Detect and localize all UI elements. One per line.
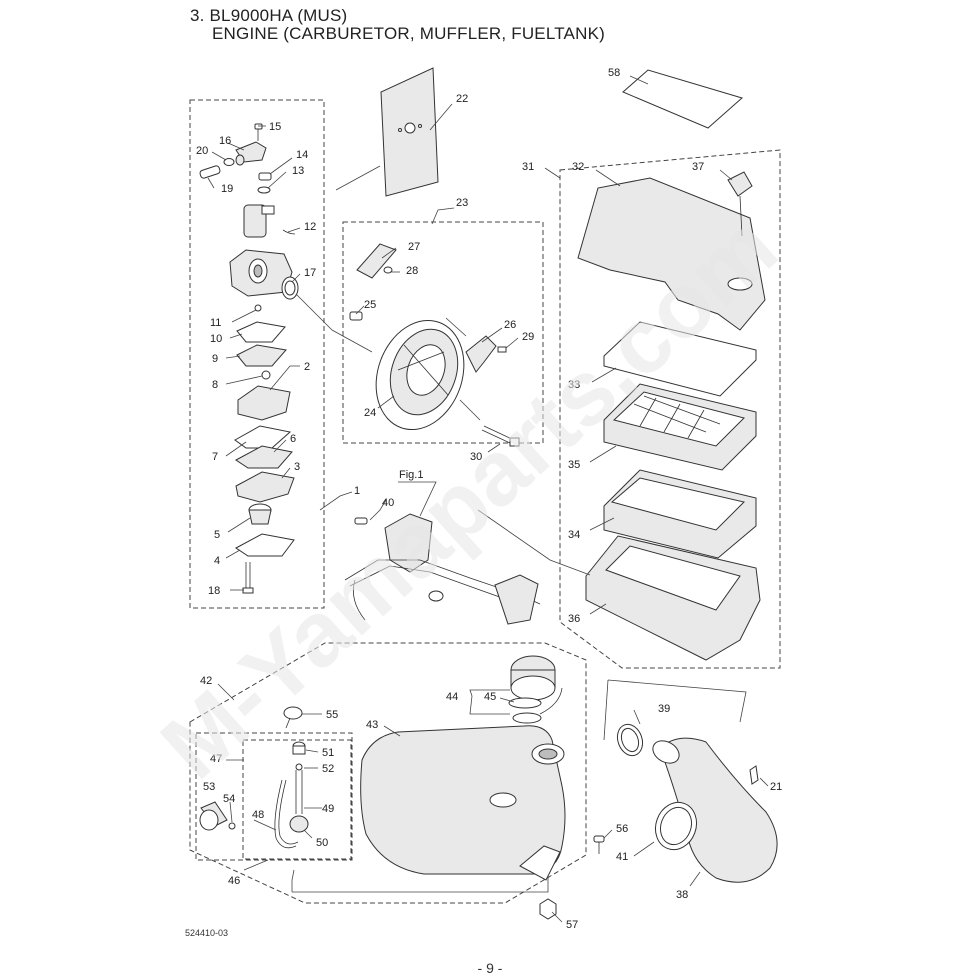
callout-13: 13 (292, 165, 304, 177)
callout-27: 27 (408, 241, 420, 253)
callout-36: 36 (568, 613, 580, 625)
callout-48: 48 (252, 809, 264, 821)
callout-5: 5 (214, 529, 220, 541)
callout-51: 51 (322, 747, 334, 759)
air-cleaner-case-frame (342, 221, 544, 444)
page-number: - 9 - (477, 960, 503, 976)
air-cleaner-group-frame (559, 149, 781, 669)
callout-47: 47 (210, 753, 222, 765)
callout-53: 53 (203, 781, 215, 793)
callout-1: 1 (354, 485, 360, 497)
callout-18: 18 (208, 585, 220, 597)
diagram-title-model: 3. BL9000HA (MUS) (190, 6, 348, 25)
engine-mount-frame (344, 513, 541, 625)
callout-9: 9 (212, 353, 218, 365)
callout-30: 30 (470, 451, 482, 463)
callout-28: 28 (406, 265, 418, 277)
sheet-58 (622, 69, 744, 129)
callout-40: 40 (382, 497, 394, 509)
callout-52: 52 (322, 763, 334, 775)
carburetor-assembly (199, 123, 299, 594)
callout-50: 50 (316, 837, 328, 849)
callout-58: 58 (608, 67, 620, 79)
figure-label: Fig.1 (399, 469, 423, 481)
callout-2: 2 (304, 361, 310, 373)
callout-31: 31 (522, 161, 534, 173)
callout-10: 10 (210, 333, 222, 345)
diagram-title-section: ENGINE (CARBURETOR, MUFFLER, FUELTANK) (212, 24, 605, 43)
fuel-cap (508, 655, 563, 724)
fuel-pickup (199, 741, 309, 849)
callout-33: 33 (568, 379, 580, 391)
callout-21: 21 (770, 781, 782, 793)
air-cleaner-cover (577, 171, 766, 331)
clip-55 (283, 706, 303, 729)
filter-pad (380, 67, 439, 197)
callout-numbers: 15 16 20 19 14 13 12 17 11 10 9 8 2 7 6 … (196, 67, 782, 931)
callout-24: 24 (364, 407, 376, 419)
callout-29: 29 (522, 331, 534, 343)
callout-25: 25 (364, 299, 376, 311)
callout-15: 15 (269, 121, 281, 133)
callout-16: 16 (219, 135, 231, 147)
intake-elbow (616, 723, 778, 883)
callout-37: 37 (692, 161, 704, 173)
callout-56: 56 (616, 823, 628, 835)
air-cleaner-base (585, 535, 761, 661)
callout-46: 46 (228, 875, 240, 887)
callout-19: 19 (221, 183, 233, 195)
document-code: 524410-03 (185, 928, 229, 938)
callout-20: 20 (196, 145, 208, 157)
callout-7: 7 (212, 451, 218, 463)
callout-43: 43 (366, 719, 378, 731)
callout-32: 32 (572, 161, 584, 173)
filter-element (603, 469, 757, 559)
callout-17: 17 (304, 267, 316, 279)
callout-3: 3 (294, 461, 300, 473)
callout-38: 38 (676, 889, 688, 901)
callout-44: 44 (446, 691, 458, 703)
callout-14: 14 (296, 149, 308, 161)
callout-42: 42 (200, 675, 212, 687)
leader-lines (207, 75, 769, 923)
callout-6: 6 (290, 433, 296, 445)
callout-57: 57 (566, 919, 578, 931)
callout-54: 54 (223, 793, 235, 805)
callout-45: 45 (484, 691, 496, 703)
filter-frame (603, 383, 757, 471)
callout-41: 41 (616, 851, 628, 863)
callout-55: 55 (326, 709, 338, 721)
fuel-pickup-inner-frame (242, 739, 352, 860)
air-cleaner-case (349, 243, 507, 431)
fuel-pickup-frame (195, 732, 353, 861)
carburetor-group-frame (189, 99, 325, 609)
callout-23: 23 (456, 197, 468, 209)
fuel-tank-group-frame (189, 642, 587, 904)
callout-12: 12 (304, 221, 316, 233)
callout-49: 49 (322, 803, 334, 815)
callout-39: 39 (658, 703, 670, 715)
screw-56 (593, 835, 605, 854)
callout-35: 35 (568, 459, 580, 471)
fuel-tank (360, 725, 566, 881)
nut-57 (539, 898, 557, 920)
callout-8: 8 (212, 379, 218, 391)
callout-22: 22 (456, 93, 468, 105)
filter-sponge (603, 321, 757, 397)
callout-34: 34 (568, 529, 580, 541)
callout-11: 11 (210, 317, 221, 329)
callout-26: 26 (504, 319, 516, 331)
callout-4: 4 (214, 555, 220, 567)
bolt-30 (481, 425, 520, 447)
